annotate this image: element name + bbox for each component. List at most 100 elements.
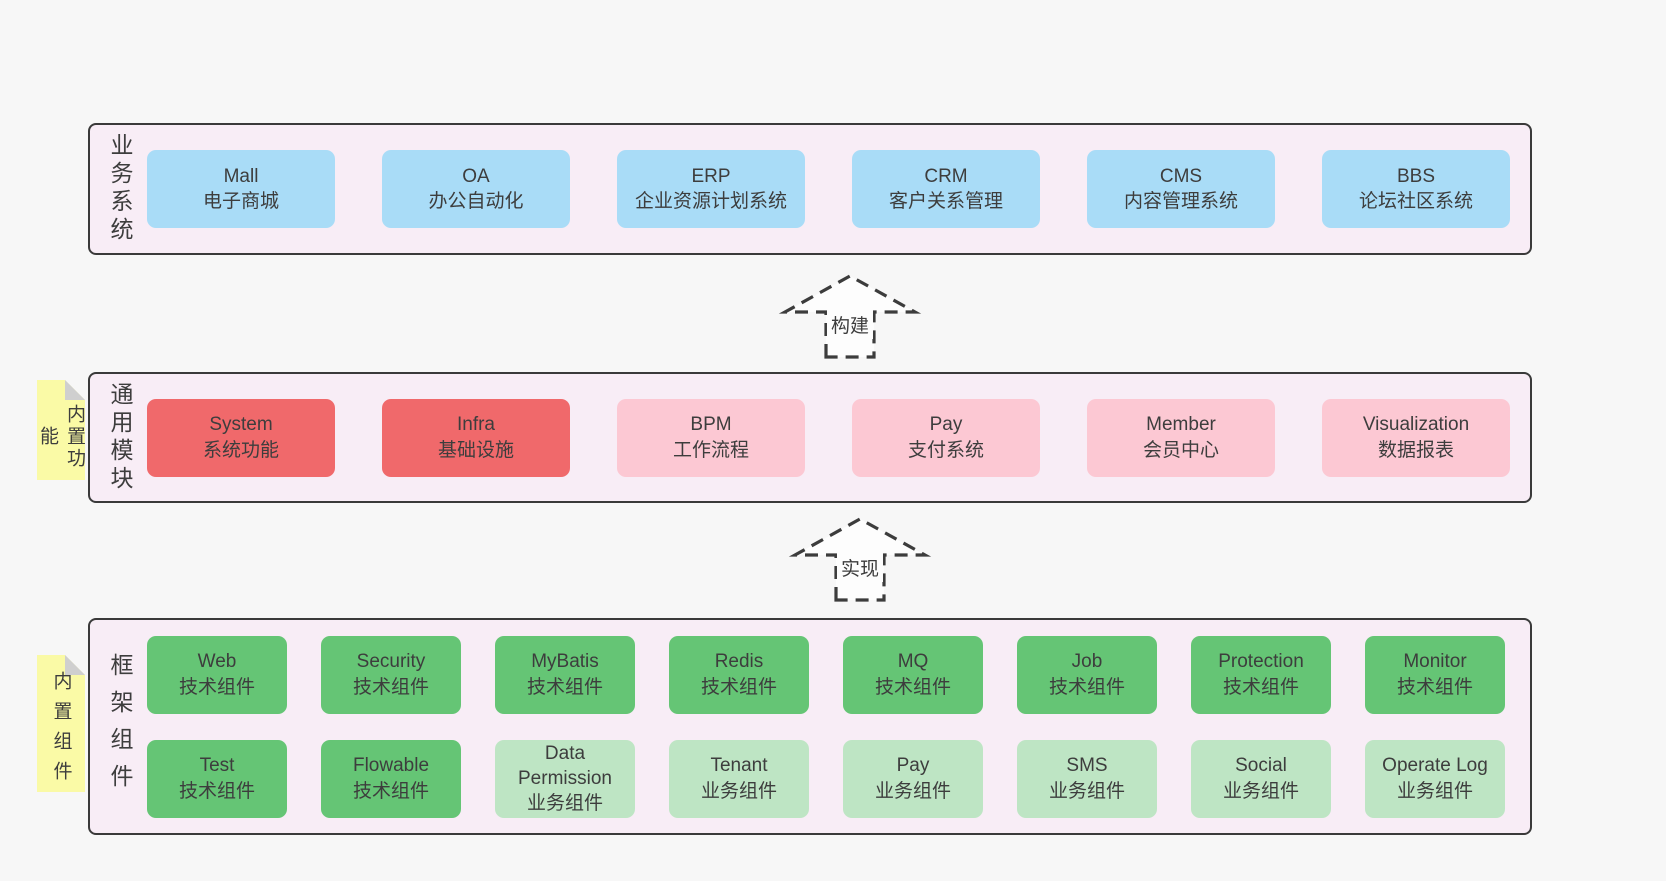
box-subtitle: 技术组件 bbox=[178, 780, 255, 802]
box-subtitle: 技术组件 bbox=[178, 676, 255, 698]
common-modules-row: System 系统功能 Infra 基础设施 BPM 工作流程 Pay 支付系统… bbox=[147, 398, 1510, 477]
box-security: Security 技术组件 bbox=[321, 635, 461, 714]
framework-components-grid: Web 技术组件 Security 技术组件 MyBatis 技术组件 Redi… bbox=[147, 635, 1505, 818]
box-subtitle: 支付系统 bbox=[907, 439, 984, 461]
box-flowable: Flowable 技术组件 bbox=[321, 739, 461, 818]
business-systems-row: Mall 电子商城 OA 办公自动化 ERP 企业资源计划系统 CRM 客户关系… bbox=[147, 150, 1510, 228]
framework-components-row-2: Test 技术组件 Flowable 技术组件 Data Permission … bbox=[147, 739, 1505, 818]
box-monitor: Monitor 技术组件 bbox=[1365, 635, 1505, 714]
box-subtitle: 工作流程 bbox=[672, 439, 749, 461]
box-title: SMS bbox=[1066, 755, 1108, 777]
box-subtitle: 技术组件 bbox=[352, 676, 429, 698]
box-title: BBS bbox=[1396, 165, 1436, 187]
box-subtitle: 企业资源计划系统 bbox=[634, 191, 787, 212]
box-test: Test 技术组件 bbox=[147, 739, 287, 818]
box-title: Visualization bbox=[1362, 414, 1470, 436]
box-subtitle: 基础设施 bbox=[437, 439, 514, 461]
box-title: Mall bbox=[223, 165, 259, 187]
box-title: Social bbox=[1235, 755, 1287, 777]
box-mq: MQ 技术组件 bbox=[843, 635, 983, 714]
box-infra: Infra 基础设施 bbox=[382, 398, 570, 477]
builtin-features-tag-label: 内置功能 bbox=[37, 404, 85, 470]
box-sms: SMS 业务组件 bbox=[1017, 739, 1157, 818]
common-modules-panel: 通用模块 System 系统功能 Infra 基础设施 BPM 工作流程 Pay… bbox=[88, 372, 1532, 503]
business-systems-label: 业务系统 bbox=[107, 133, 133, 245]
box-visualization: Visualization 数据报表 bbox=[1322, 398, 1510, 477]
box-subtitle: 会员中心 bbox=[1142, 439, 1219, 461]
box-subtitle: 技术组件 bbox=[1222, 676, 1299, 698]
box-bpm: BPM 工作流程 bbox=[617, 398, 805, 477]
box-cms: CMS 内容管理系统 bbox=[1087, 150, 1275, 228]
box-subtitle: 客户关系管理 bbox=[888, 191, 1003, 212]
box-system: System 系统功能 bbox=[147, 398, 335, 477]
box-social: Social 业务组件 bbox=[1191, 739, 1331, 818]
folded-corner-icon bbox=[65, 380, 85, 400]
box-operate-log: Operate Log 业务组件 bbox=[1365, 739, 1505, 818]
folded-corner-icon bbox=[65, 655, 85, 675]
box-title: System bbox=[209, 414, 273, 436]
box-subtitle: 技术组件 bbox=[352, 780, 429, 802]
box-subtitle: 业务组件 bbox=[526, 793, 603, 815]
box-erp: ERP 企业资源计划系统 bbox=[617, 150, 805, 228]
framework-components-panel: 框架组件 Web 技术组件 Security 技术组件 MyBatis 技术组件… bbox=[88, 618, 1532, 835]
box-subtitle: 论坛社区系统 bbox=[1358, 191, 1473, 212]
box-title: Monitor bbox=[1403, 651, 1467, 673]
box-subtitle: 电子商城 bbox=[202, 191, 279, 212]
build-arrow-label: 构建 bbox=[826, 310, 874, 339]
box-subtitle: 技术组件 bbox=[526, 676, 603, 698]
box-pay-component: Pay 业务组件 bbox=[843, 739, 983, 818]
box-title: Operate Log bbox=[1382, 755, 1488, 777]
box-title: Data Permission bbox=[518, 742, 612, 789]
box-title: Redis bbox=[714, 651, 764, 673]
box-subtitle: 业务组件 bbox=[1048, 780, 1125, 802]
box-subtitle: 数据报表 bbox=[1377, 439, 1454, 461]
box-subtitle: 系统功能 bbox=[202, 439, 279, 461]
box-job: Job 技术组件 bbox=[1017, 635, 1157, 714]
box-title: ERP bbox=[691, 165, 731, 187]
box-subtitle: 业务组件 bbox=[874, 780, 951, 802]
box-title: Pay bbox=[896, 755, 930, 777]
box-subtitle: 技术组件 bbox=[874, 676, 951, 698]
framework-components-label: 框架组件 bbox=[107, 652, 133, 801]
box-subtitle: 办公自动化 bbox=[428, 191, 524, 212]
box-mybatis: MyBatis 技术组件 bbox=[495, 635, 635, 714]
box-subtitle: 业务组件 bbox=[1222, 780, 1299, 802]
framework-components-row-1: Web 技术组件 Security 技术组件 MyBatis 技术组件 Redi… bbox=[147, 635, 1505, 714]
box-subtitle: 内容管理系统 bbox=[1123, 191, 1238, 212]
common-modules-label: 通用模块 bbox=[107, 381, 133, 494]
box-subtitle: 技术组件 bbox=[1048, 676, 1125, 698]
box-subtitle: 技术组件 bbox=[1396, 676, 1473, 698]
box-title: CRM bbox=[924, 165, 968, 187]
box-subtitle: 业务组件 bbox=[700, 780, 777, 802]
box-title: Web bbox=[197, 651, 237, 673]
box-data-permission: Data Permission 业务组件 bbox=[495, 739, 635, 818]
builtin-components-tag: 内置组件 bbox=[37, 655, 85, 792]
box-bbs: BBS 论坛社区系统 bbox=[1322, 150, 1510, 228]
build-arrow: 构建 bbox=[775, 272, 925, 360]
box-title: Pay bbox=[929, 414, 963, 436]
box-subtitle: 技术组件 bbox=[700, 676, 777, 698]
box-title: Security bbox=[356, 651, 426, 673]
box-title: Infra bbox=[456, 414, 496, 436]
box-protection: Protection 技术组件 bbox=[1191, 635, 1331, 714]
box-title: Tenant bbox=[710, 755, 768, 777]
box-title: CMS bbox=[1159, 165, 1203, 187]
box-subtitle: 业务组件 bbox=[1396, 780, 1473, 802]
box-title: Protection bbox=[1218, 651, 1304, 673]
box-mall: Mall 电子商城 bbox=[147, 150, 335, 228]
box-web: Web 技术组件 bbox=[147, 635, 287, 714]
builtin-features-tag: 内置功能 bbox=[37, 380, 85, 480]
box-title: Test bbox=[199, 755, 235, 777]
implement-arrow-label: 实现 bbox=[836, 553, 884, 582]
box-title: MQ bbox=[897, 651, 929, 673]
box-title: BPM bbox=[690, 414, 732, 436]
box-title: OA bbox=[462, 165, 490, 187]
box-redis: Redis 技术组件 bbox=[669, 635, 809, 714]
box-title: Job bbox=[1071, 651, 1103, 673]
box-pay-module: Pay 支付系统 bbox=[852, 398, 1040, 477]
box-title: Member bbox=[1146, 414, 1216, 436]
box-title: MyBatis bbox=[531, 651, 599, 673]
business-systems-panel: 业务系统 Mall 电子商城 OA 办公自动化 ERP 企业资源计划系统 CRM… bbox=[88, 123, 1532, 255]
builtin-components-tag-label: 内置组件 bbox=[50, 670, 72, 791]
